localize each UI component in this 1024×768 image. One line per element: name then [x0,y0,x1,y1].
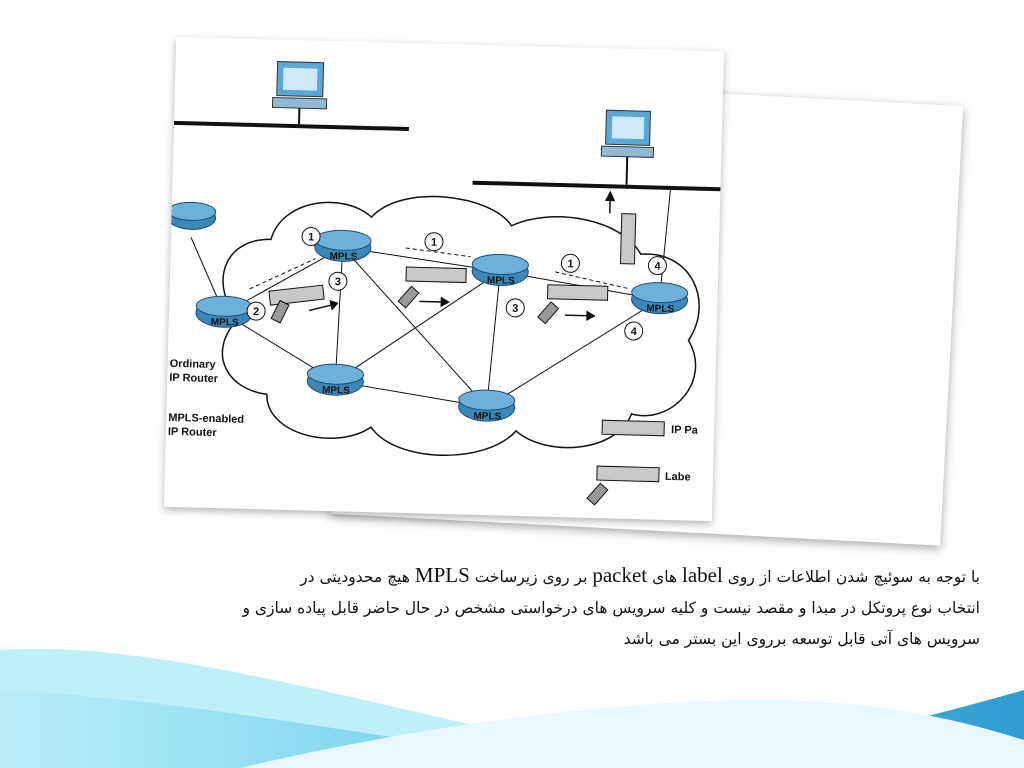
text-line-3: سرویس های آتی قابل توسعه برروی این بستر … [623,630,980,648]
computer-icon [271,61,328,110]
slide-body-text: با توجه به سوئیچ شدن اطلاعات از روی labe… [40,560,980,655]
computer-icon [600,109,655,158]
svg-text:3: 3 [335,276,341,288]
lan-segment-left [173,120,409,132]
legend-ordinary-line2: IP Router [169,372,219,385]
svg-text:MPLS: MPLS [487,275,515,287]
mpls-router: MPLS [458,389,516,423]
legend-ordinary-line1: Ordinary [170,358,217,371]
step-marker: 4 [624,321,644,341]
labeled-packet [537,284,609,325]
mpls-router: MPLS [471,253,529,287]
term-mpls: MPLS [414,563,470,587]
svg-text:MPLS: MPLS [329,251,357,263]
step-marker: 1 [560,253,580,273]
lan-segment-right [472,180,721,192]
svg-text:4: 4 [654,261,661,273]
labeled-packet [268,284,325,324]
term-packet: packet [592,563,648,587]
label-exchange-arrows [249,247,630,290]
step-marker: 1 [301,227,321,247]
text-line-2: انتخاب نوع پروتکل در مبدا و مقصد نیست و … [242,599,980,617]
step-marker: 1 [424,232,444,252]
svg-text:1: 1 [431,237,437,249]
forward-arrows [308,190,616,322]
svg-text:3: 3 [512,303,518,315]
svg-text:2: 2 [253,306,259,318]
step-marker: 4 [647,256,667,276]
step-marker: 2 [246,301,266,321]
mpls-router: MPLS [195,295,253,329]
step-marker: 3 [328,271,348,291]
svg-text:IP Pa: IP Pa [671,424,699,437]
svg-text:1: 1 [308,231,314,243]
ordinary-router [167,201,217,230]
svg-text:MPLS: MPLS [646,303,674,315]
mpls-router: MPLS [631,282,689,315]
svg-text:4: 4 [631,326,638,338]
svg-text:1: 1 [567,258,573,270]
term-label: label [682,563,723,587]
legend-mpls-line2: IP Router [168,426,218,439]
ip-packet [619,213,637,265]
mpls-router: MPLS [306,363,364,397]
svg-text:Labe: Labe [665,471,691,484]
mpls-diagram: MPLS MPLS MPLS MPLS MPLS [167,61,721,506]
svg-text:MPLS: MPLS [473,411,501,423]
mpls-router: MPLS [314,229,372,263]
step-marker: 3 [505,298,525,318]
svg-text:MPLS: MPLS [322,385,350,397]
wave-white [240,700,1024,768]
svg-text:MPLS: MPLS [211,317,239,329]
mpls-network-figure: MPLS MPLS MPLS MPLS MPLS [163,36,725,522]
legend-ip-packet: IP Pa [601,419,699,437]
labeled-packet [397,266,467,309]
legend-labeled-packet: Labe [586,465,691,506]
text-line-1: با توجه به سوئیچ شدن اطلاعات از روی labe… [300,563,980,587]
legend-mpls-line1: MPLS-enabled [168,412,244,426]
